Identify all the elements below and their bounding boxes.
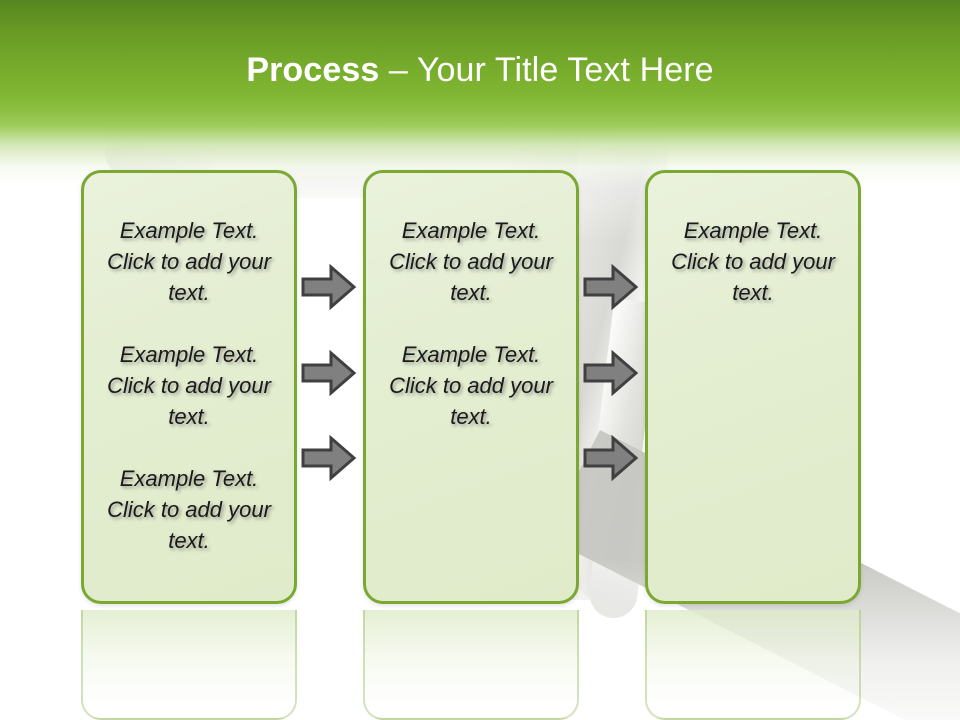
page-title: Process – Your Title Text Here [0,50,960,90]
right-arrow-icon[interactable] [583,348,639,398]
page-title-rest: – Your Title Text Here [379,51,714,89]
process-box-3-content: Example Text. Click to add your text. [648,173,858,308]
page-title-bold: Process [246,51,380,89]
process-box-1-paragraph-3[interactable]: Example Text. Click to add your text. [107,466,271,553]
process-box-2-paragraph-1[interactable]: Example Text. Click to add your text. [389,218,553,305]
process-box-2-content: Example Text. Click to add your text. Ex… [366,173,576,432]
process-box-1-paragraph-2[interactable]: Example Text. Click to add your text. [107,342,271,429]
process-box-2-paragraph-2[interactable]: Example Text. Click to add your text. [389,342,553,429]
process-box-3[interactable]: Example Text. Click to add your text. [645,170,861,604]
process-box-1-paragraph-1[interactable]: Example Text. Click to add your text. [107,218,271,305]
box-reflection-1 [81,610,297,720]
right-arrow-icon[interactable] [301,433,357,483]
process-box-3-paragraph-1[interactable]: Example Text. Click to add your text. [671,218,835,305]
slide-header-band [0,0,960,125]
box-reflection-2 [363,610,579,720]
process-box-1[interactable]: Example Text. Click to add your text. Ex… [81,170,297,604]
box-reflection-3 [645,610,861,720]
process-box-1-content: Example Text. Click to add your text. Ex… [84,173,294,556]
right-arrow-icon[interactable] [583,433,639,483]
right-arrow-icon[interactable] [301,348,357,398]
header-sheen [0,92,960,125]
right-arrow-icon[interactable] [583,262,639,312]
process-box-2[interactable]: Example Text. Click to add your text. Ex… [363,170,579,604]
right-arrow-icon[interactable] [301,262,357,312]
